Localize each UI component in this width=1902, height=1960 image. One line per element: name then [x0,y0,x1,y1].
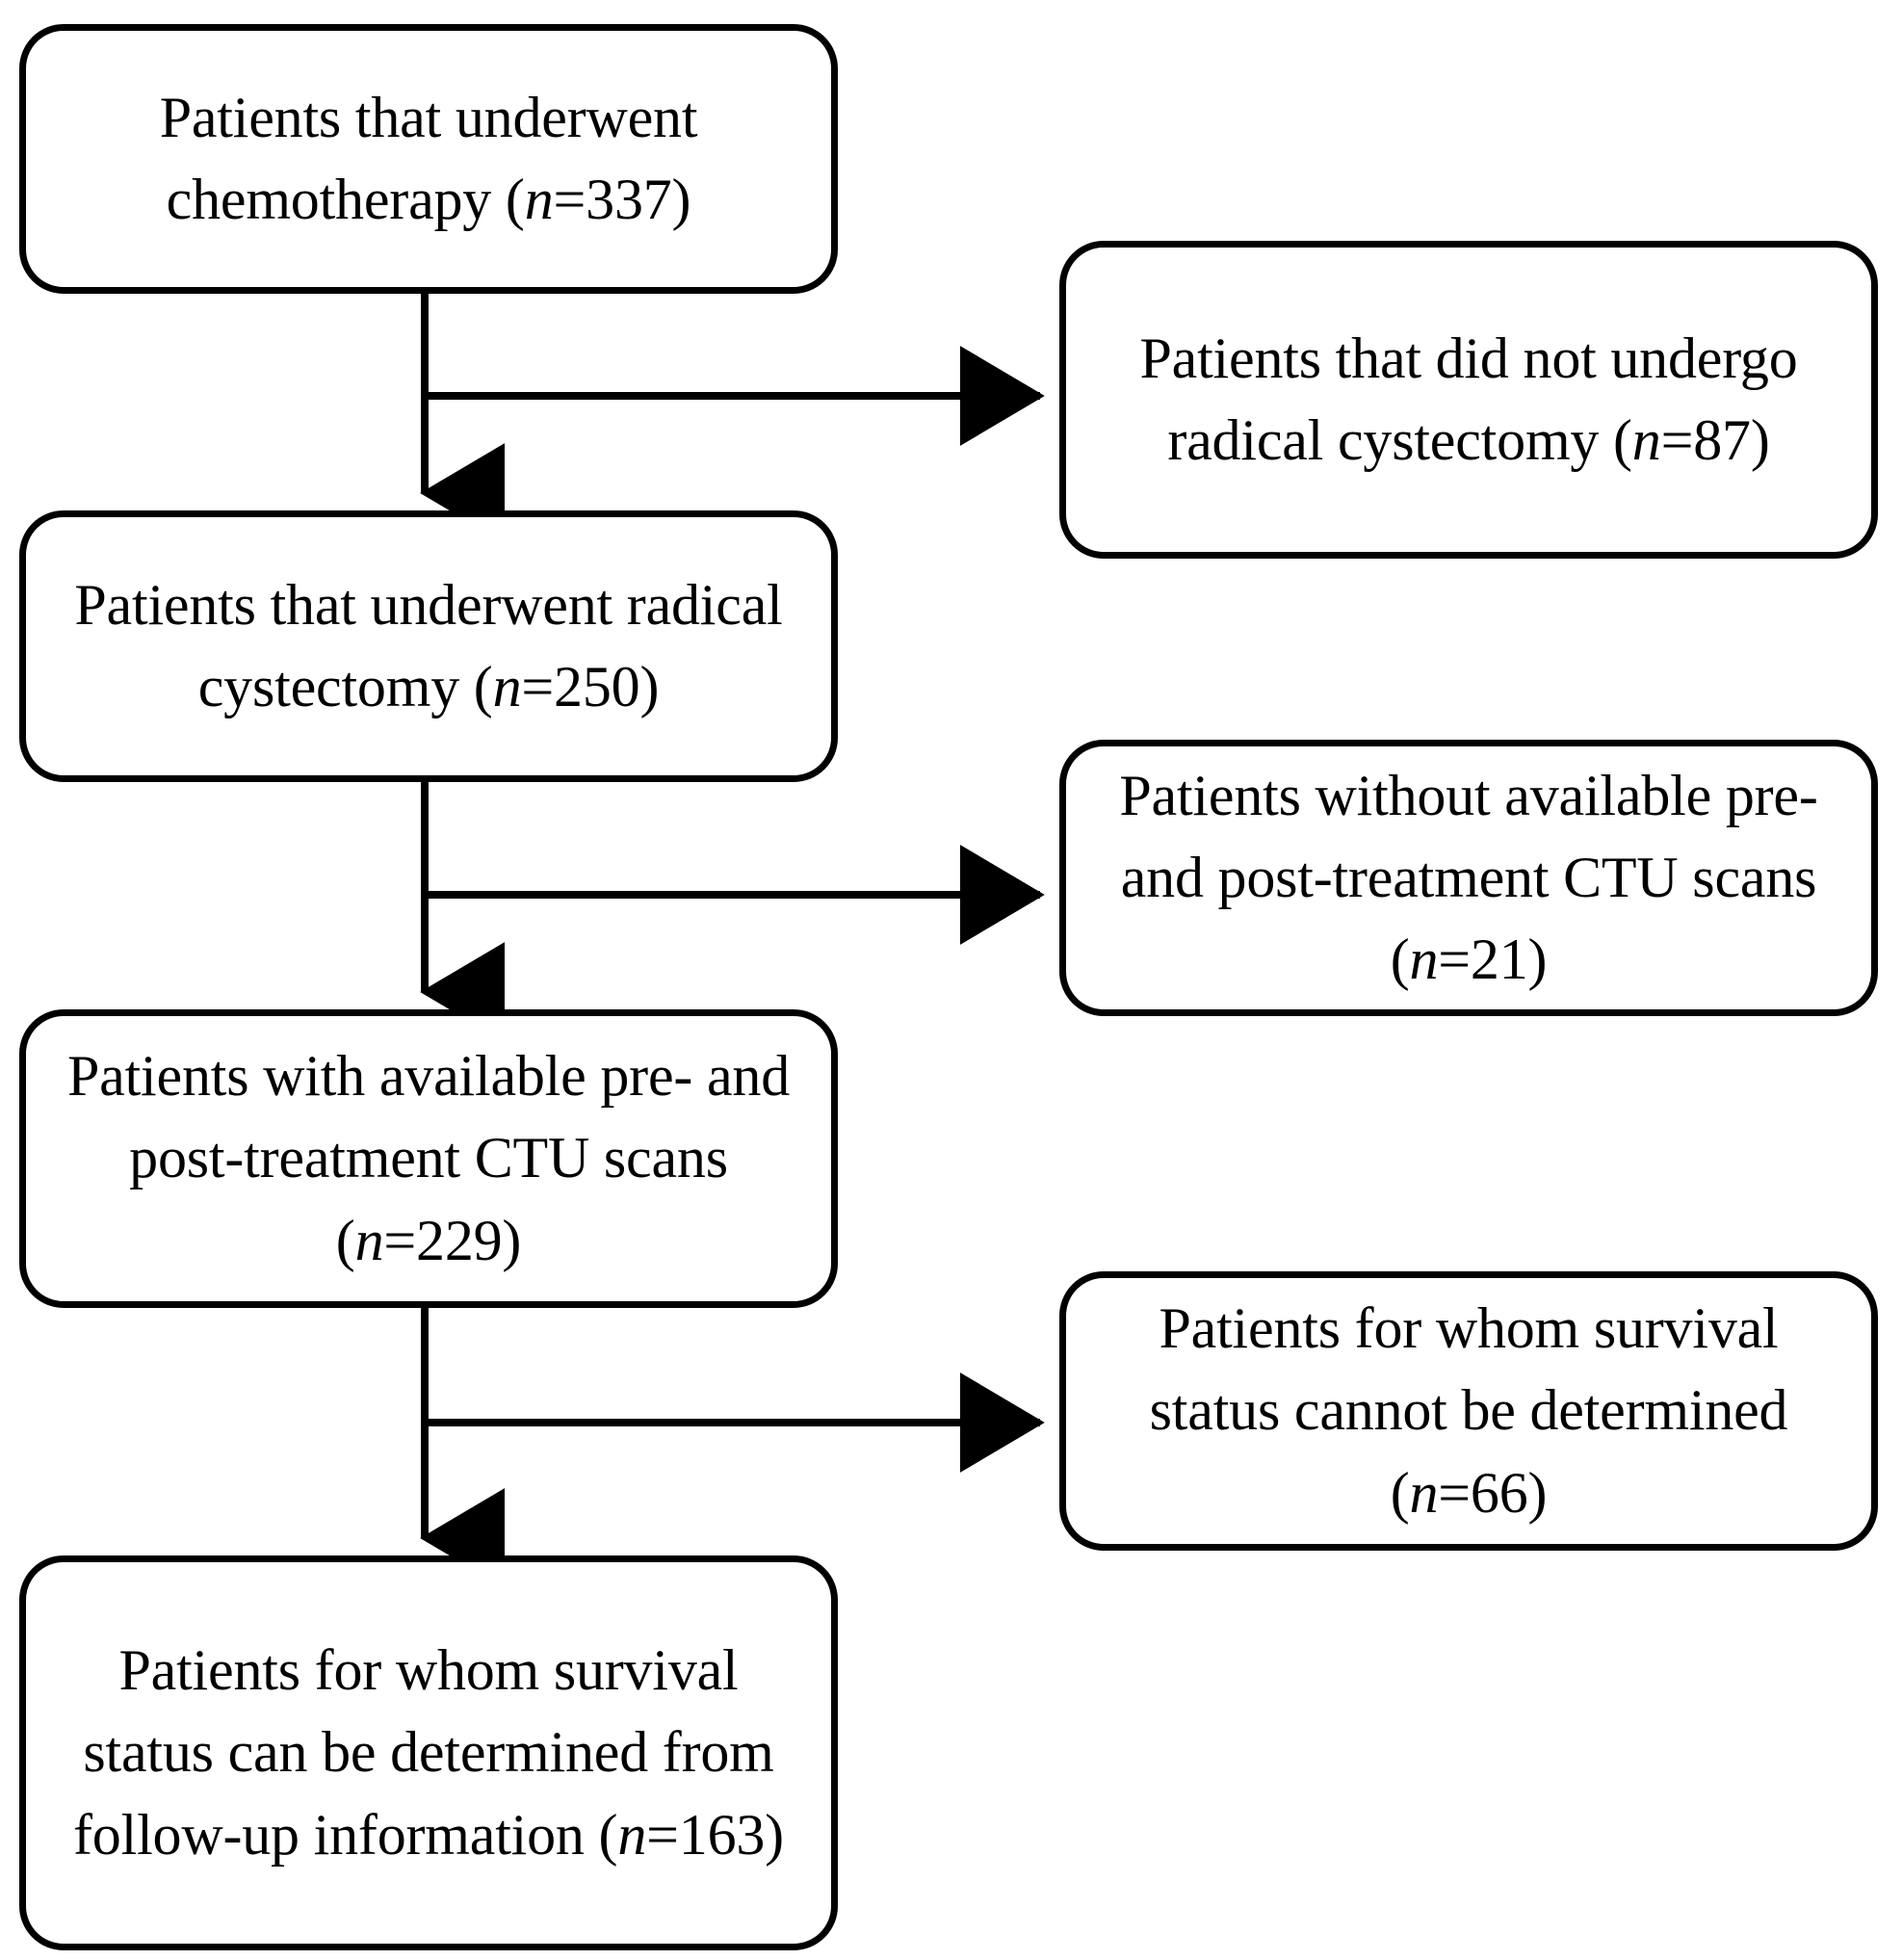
node-no-ctu[interactable]: Patients without available pre- and post… [1059,740,1878,1016]
n-symbol: n [524,168,554,231]
node-survival-known[interactable]: Patients for whom survival status can be… [19,1555,838,1950]
node-radical-cystectomy[interactable]: Patients that underwent radical cystecto… [19,510,838,782]
node-radical-cystectomy-label: Patients that underwent radical cystecto… [74,572,783,719]
node-survival-unknown[interactable]: Patients for whom survival status cannot… [1059,1271,1878,1551]
n-symbol: n [1631,408,1661,472]
node-chemotherapy[interactable]: Patients that underwent chemotherapy (n=… [19,24,838,294]
node-ctu-available-label: Patients with available pre- and post-tr… [66,1044,791,1272]
n-symbol: n [354,1208,384,1272]
node-no-cystectomy-label: Patients that did not undergo radical cy… [1139,326,1798,472]
n-symbol: n [1409,1460,1439,1525]
n-symbol: n [492,655,522,719]
node-chemotherapy-label: Patients that underwent chemotherapy (n=… [159,85,698,231]
node-survival-known-label: Patients for whom survival status can be… [73,1638,784,1867]
n-symbol: n [617,1802,647,1867]
n-symbol: n [1409,928,1439,992]
node-survival-unknown-label: Patients for whom survival status cannot… [1149,1296,1788,1525]
node-no-cystectomy[interactable]: Patients that did not undergo radical cy… [1059,241,1878,559]
node-no-ctu-label: Patients without available pre- and post… [1119,763,1818,992]
node-ctu-available[interactable]: Patients with available pre- and post-tr… [19,1009,838,1308]
